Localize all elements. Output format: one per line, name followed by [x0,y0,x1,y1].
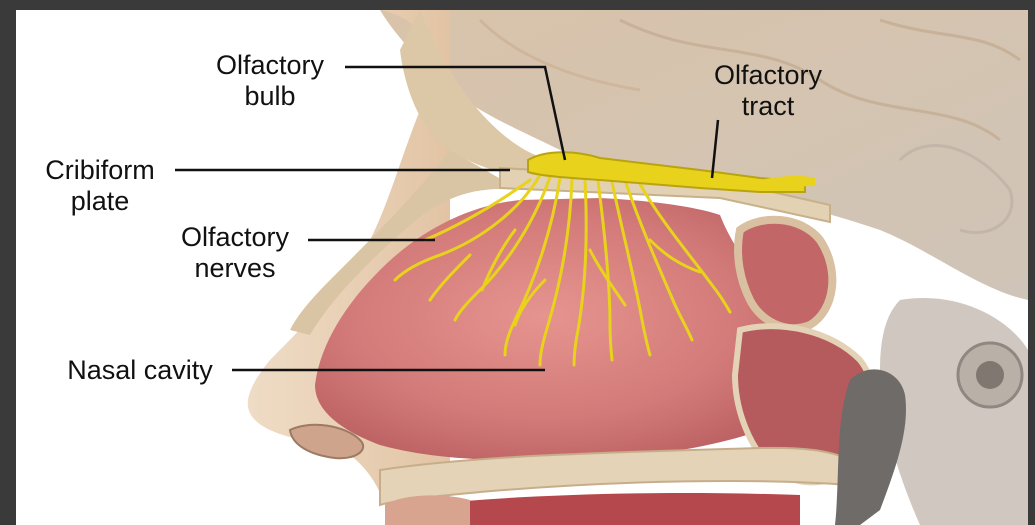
label-nasal-cavity: Nasal cavity [45,355,235,386]
lip [385,495,470,525]
label-olfactory-tract: Olfactory tract [688,60,848,122]
label-olfactory-nerves: Olfactory nerves [160,222,310,284]
ear-canal-inner [976,361,1004,389]
label-olfactory-bulb: Olfactory bulb [190,50,350,112]
label-cribriform-plate: Cribiform plate [25,155,175,217]
